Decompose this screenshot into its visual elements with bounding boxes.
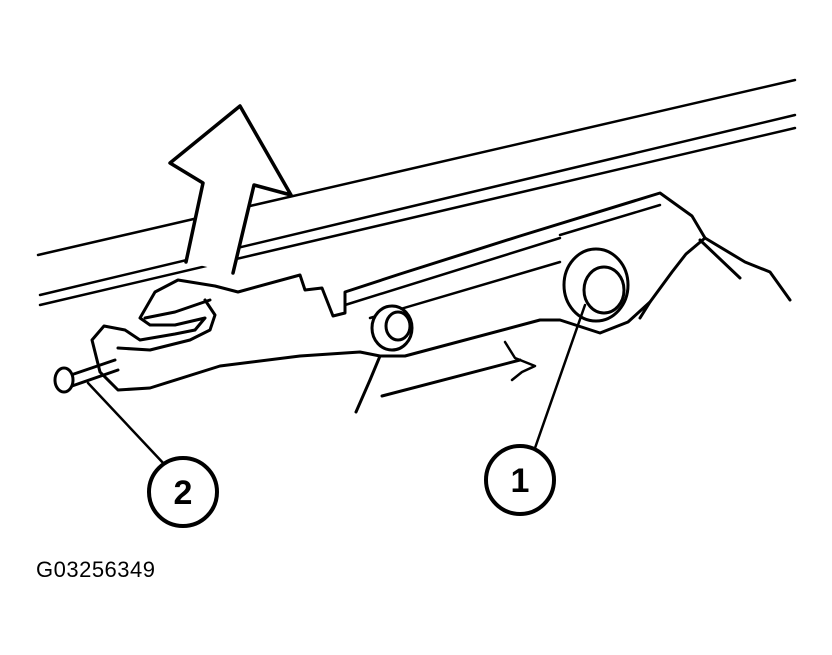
retaining-pin: [53, 358, 120, 394]
track-rails: [36, 78, 797, 307]
panel-notch: [503, 340, 537, 382]
direction-arrow: [168, 104, 293, 275]
rail-line-lower: [38, 126, 797, 307]
leader-line-2: [86, 381, 167, 467]
leader-line-1: [533, 303, 587, 450]
hook-slot: [116, 298, 217, 352]
rail-line-top: [36, 78, 797, 257]
pivot-bolt: [562, 247, 630, 323]
hinge-arm: [90, 191, 707, 392]
leader-lines: [86, 303, 587, 467]
figure-id: G03256349: [36, 557, 156, 582]
callout-label-1: 1: [511, 462, 530, 500]
support-panel: [354, 236, 792, 414]
secondary-pivot: [370, 304, 414, 352]
callout-2: 2: [147, 456, 219, 528]
callout-circle-1: [484, 444, 556, 516]
callout-1: 1: [484, 444, 556, 516]
rail-line-middle: [38, 113, 797, 297]
callout-circle-2: [147, 456, 219, 528]
callout-label-2: 2: [174, 474, 193, 512]
